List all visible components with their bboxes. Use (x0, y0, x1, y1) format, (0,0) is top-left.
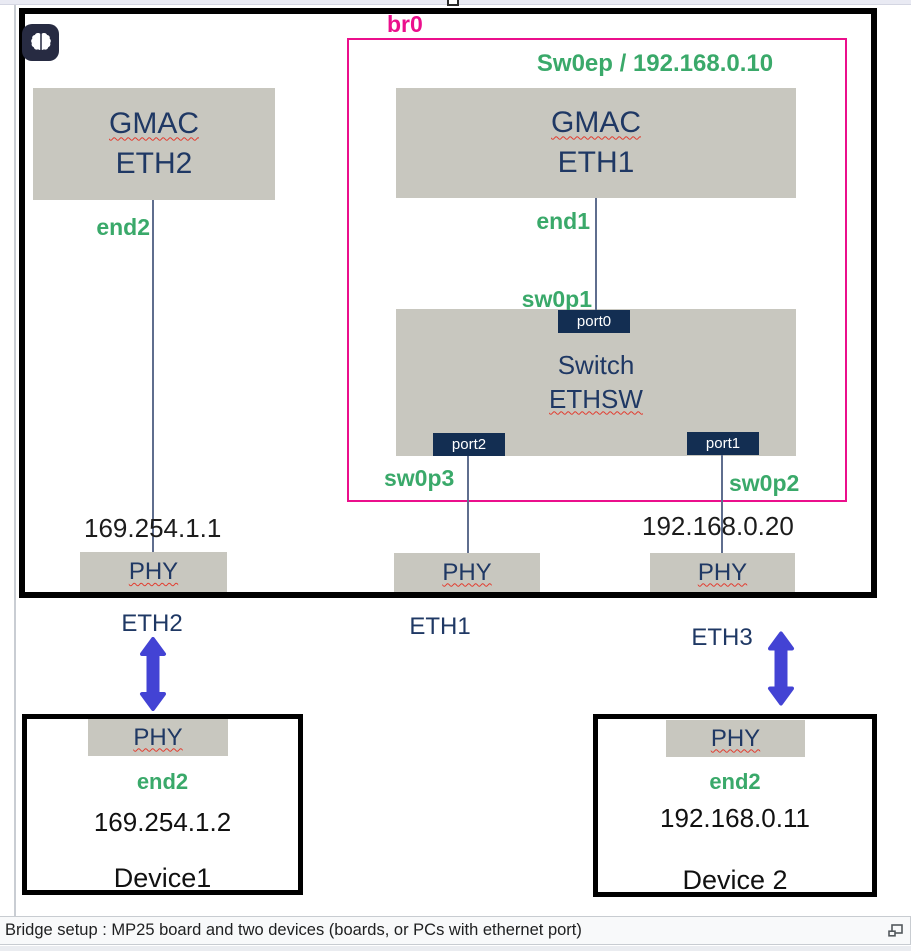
switch-subtitle: ETHSW (549, 383, 643, 414)
eth2-external-label: ETH2 (121, 610, 183, 637)
phy-mid-label: PHY (442, 558, 492, 586)
device1-phy-box: PHY (88, 719, 228, 756)
br0-label: br0 (387, 11, 423, 37)
phy-right-label: PHY (697, 558, 748, 586)
right-ip-label: 192.168.0.20 (642, 511, 794, 541)
bridge-endpoint-label: Sw0ep / 192.168.0.10 (536, 50, 774, 77)
content-left-border (14, 5, 16, 916)
port0-tab: port0 (558, 310, 630, 333)
device2-phy-label: PHY (710, 724, 761, 752)
left-ip-label: 169.254.1.1 (84, 513, 222, 543)
device2-ip-label: 192.168.0.11 (660, 803, 810, 833)
device2-name-label: Device 2 (682, 865, 788, 895)
phy-left-box: PHY (80, 552, 227, 592)
gmac-eth2-title: GMAC (109, 107, 199, 141)
switch-title: Switch (557, 349, 635, 380)
page-bottom-band (0, 946, 911, 951)
end2-interface-label: end2 (96, 214, 150, 240)
gmac-eth2-box: GMAC ETH2 (33, 88, 275, 200)
figure-caption-bar: Bridge setup : MP25 board and two device… (0, 916, 911, 945)
page-top-partial-icon (447, 0, 459, 6)
device2-box: PHY end2 192.168.0.11 Device 2 (593, 714, 877, 897)
device2-interface-label: end2 (709, 769, 761, 794)
connector-port2-phy (467, 456, 469, 554)
phy-left-label: PHY (128, 558, 179, 585)
phy-right-box: PHY (650, 553, 795, 592)
sw0p1-interface-label: sw0p1 (521, 286, 592, 312)
end1-interface-label: end1 (536, 208, 590, 234)
connector-gmac2-phy (152, 200, 154, 552)
port1-tab: port1 (687, 432, 759, 455)
sw0p2-interface-label: sw0p2 (729, 470, 800, 496)
device1-name-label: Device1 (113, 863, 212, 893)
sw0p3-interface-label: sw0p3 (384, 465, 455, 491)
port2-tab: port2 (433, 433, 505, 456)
switch-ethsw-box: Switch ETHSW (396, 309, 796, 456)
gmac-eth1-box: GMAC ETH1 (396, 88, 796, 198)
eth2-link-arrow-icon (140, 637, 166, 711)
brain-glyph (30, 32, 51, 50)
gmac-eth2-subtitle: ETH2 (115, 147, 193, 180)
connector-port1-phy (721, 455, 723, 553)
device2-phy-box: PHY (666, 720, 805, 757)
enlarge-icon[interactable] (888, 924, 903, 938)
eth1-external-label: ETH1 (409, 613, 471, 640)
gmac-eth1-title: GMAC (551, 106, 641, 140)
br0-bridge-outline (347, 38, 847, 502)
device1-box: PHY end2 169.254.1.2 Device1 (22, 714, 303, 895)
eth3-external-label: ETH3 (691, 624, 753, 651)
phy-mid-box: PHY (394, 553, 540, 592)
device1-interface-label: end2 (136, 769, 189, 794)
connector-gmac1-port0 (595, 198, 597, 310)
device1-ip-label: 169.254.1.2 (93, 807, 232, 837)
device1-phy-label: PHY (133, 723, 183, 751)
eth3-link-arrow-icon (768, 631, 794, 706)
figure-caption-text: Bridge setup : MP25 board and two device… (5, 921, 582, 939)
brain-icon[interactable] (22, 24, 59, 61)
gmac-eth1-subtitle: ETH1 (557, 146, 635, 179)
